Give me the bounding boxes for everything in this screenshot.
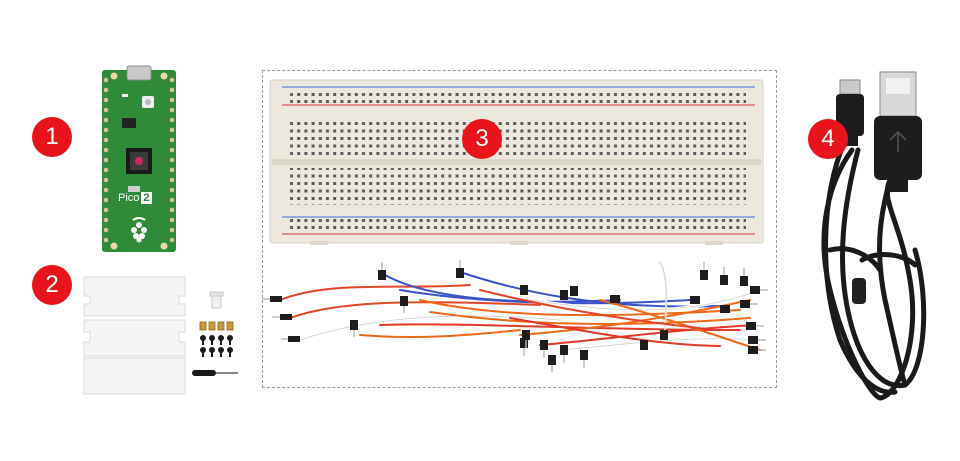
- screwdriver-icon: [192, 370, 238, 376]
- item-number-badge-1: 1: [32, 117, 72, 157]
- kit-group-dashed-border: [262, 70, 777, 388]
- standoff-icon: [209, 291, 224, 309]
- breadboard: [269, 79, 764, 245]
- jumper-wires: [279, 261, 762, 352]
- usb-a-connector-icon: [874, 71, 922, 192]
- board-label-text: Pico: [118, 192, 140, 204]
- item-number-badge-4: 4: [808, 119, 848, 159]
- item-number-badge-2: 2: [32, 265, 72, 305]
- usb-cable: [821, 71, 927, 401]
- acrylic-case-kit: [83, 276, 238, 395]
- jumper-wire-pins: [262, 260, 768, 372]
- item-number-badge-3: 3: [462, 119, 502, 159]
- pico-2-board: [102, 65, 176, 252]
- board-model-text: 2: [141, 192, 152, 204]
